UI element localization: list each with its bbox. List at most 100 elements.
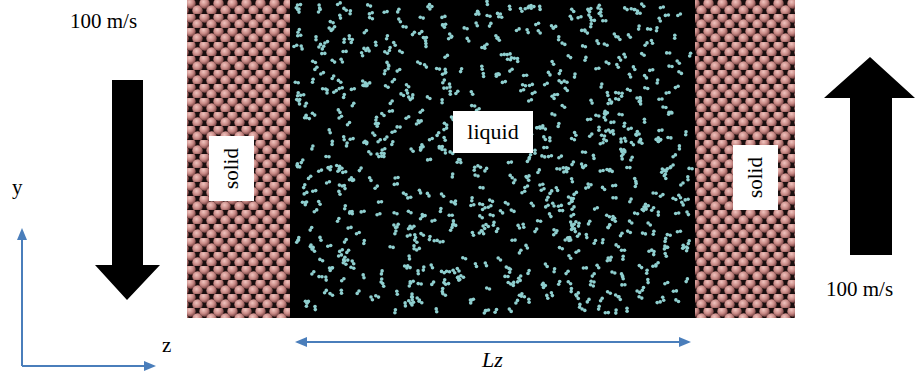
liquid-atom xyxy=(481,186,485,190)
liquid-atom xyxy=(341,60,345,64)
liquid-atom xyxy=(422,234,426,238)
liquid-atom xyxy=(617,91,621,95)
liquid-atom xyxy=(584,164,588,168)
liquid-atom xyxy=(520,294,524,298)
liquid-atom xyxy=(585,233,589,237)
liquid-atom xyxy=(476,164,480,168)
liquid-atom xyxy=(456,267,460,271)
liquid-atom xyxy=(401,25,405,29)
simulation-box xyxy=(187,0,795,318)
liquid-atom xyxy=(480,229,484,233)
liquid-atom xyxy=(462,275,466,279)
liquid-atom xyxy=(611,129,615,133)
liquid-atom xyxy=(641,231,645,235)
liquid-atom xyxy=(519,274,523,278)
liquid-atom xyxy=(623,283,627,287)
liquid-atom xyxy=(465,27,469,31)
liquid-atom xyxy=(337,190,341,194)
liquid-atom xyxy=(428,97,432,101)
liquid-atom xyxy=(345,251,349,255)
liquid-atom xyxy=(470,199,474,203)
liquid-atom xyxy=(603,42,607,46)
liquid-atom xyxy=(295,241,299,245)
liquid-atom xyxy=(582,266,586,270)
liquid-atom xyxy=(615,63,619,67)
liquid-atom xyxy=(382,285,386,289)
liquid-atom xyxy=(457,275,461,279)
liquid-atom xyxy=(471,231,475,235)
liquid-atom xyxy=(328,269,332,273)
liquid-atom xyxy=(602,137,606,141)
liquid-atom xyxy=(553,267,557,271)
liquid-atom xyxy=(621,254,625,258)
liquid-atom xyxy=(620,92,624,96)
liquid-atom xyxy=(633,177,637,181)
liquid-atom xyxy=(594,239,598,243)
wall-label-box: solid xyxy=(209,136,254,201)
liquid-atom xyxy=(548,212,552,216)
liquid-atom xyxy=(374,43,378,47)
liquid-atom xyxy=(620,95,624,99)
axis-label: y xyxy=(12,176,23,199)
liquid-atom xyxy=(587,185,591,189)
liquid-atom xyxy=(311,190,315,194)
liquid-atom xyxy=(628,166,632,170)
liquid-atom xyxy=(667,91,671,95)
axis-label: z xyxy=(162,334,171,357)
liquid-atom xyxy=(344,262,348,266)
liquid-atom xyxy=(619,234,623,238)
wall-label: solid xyxy=(221,148,242,189)
liquid-atom xyxy=(665,254,669,258)
liquid-atom xyxy=(512,181,516,185)
liquid-atom xyxy=(569,282,573,286)
liquid-atom xyxy=(321,259,325,263)
liquid-atom xyxy=(361,273,365,277)
liquid-atom xyxy=(660,128,664,132)
liquid-atom xyxy=(448,89,452,93)
liquid-atom xyxy=(590,19,594,23)
liquid-atom xyxy=(388,46,392,50)
solid-wall-left xyxy=(187,0,290,318)
liquid-atom xyxy=(390,99,394,103)
liquid-atom xyxy=(408,225,412,229)
liquid-atom xyxy=(340,279,344,283)
liquid-atom xyxy=(472,203,476,207)
liquid-atom xyxy=(432,239,436,243)
liquid-atom xyxy=(663,174,667,178)
liquid-atom xyxy=(305,302,309,306)
liquid-atom xyxy=(485,167,489,171)
liquid-atom xyxy=(564,272,568,276)
liquid-atom xyxy=(671,163,675,167)
liquid-atom xyxy=(599,142,603,146)
liquid-atom xyxy=(393,232,397,236)
liquid-atom xyxy=(572,10,576,14)
liquid-atom xyxy=(443,139,447,143)
liquid-atom xyxy=(498,39,502,43)
liquid-atom xyxy=(646,27,650,31)
liquid-atom xyxy=(588,135,592,139)
liquid-atom xyxy=(614,311,618,315)
liquid-atom xyxy=(530,98,534,102)
liquid-atom xyxy=(371,17,375,21)
liquid-atom xyxy=(345,8,349,12)
liquid-atom xyxy=(509,58,513,62)
liquid-atom xyxy=(635,134,639,138)
liquid-atom xyxy=(510,208,514,212)
liquid-atom xyxy=(326,244,330,248)
liquid-atom xyxy=(338,183,342,187)
liquid-atom xyxy=(503,275,507,279)
liquid-atom xyxy=(375,213,379,217)
liquid-atom xyxy=(574,250,578,254)
liquid-atom xyxy=(344,204,348,208)
liquid-atom xyxy=(324,278,328,282)
liquid-atom xyxy=(380,112,384,116)
liquid-atom xyxy=(368,81,372,85)
liquid-atom xyxy=(614,184,618,188)
velocity-arrow-down xyxy=(95,80,160,300)
liquid-atom xyxy=(523,186,527,190)
liquid-atom xyxy=(425,36,429,40)
liquid-atom xyxy=(431,266,435,270)
liquid-atom xyxy=(601,238,605,242)
liquid-atom xyxy=(636,9,640,13)
liquid-atom xyxy=(337,254,341,258)
